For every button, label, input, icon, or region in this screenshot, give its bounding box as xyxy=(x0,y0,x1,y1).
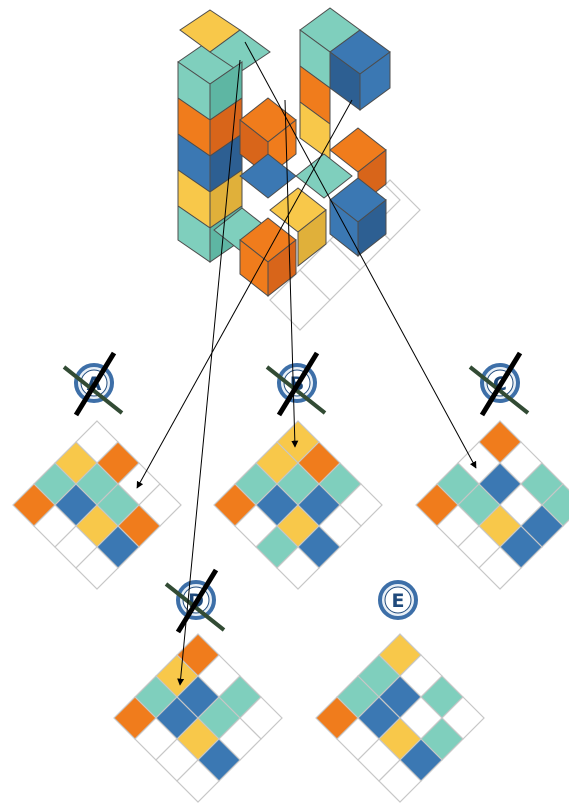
option-label: E xyxy=(392,590,405,612)
option-grid-c xyxy=(415,420,569,590)
badge-inner xyxy=(384,586,412,614)
grid-cell xyxy=(276,546,320,590)
option-labels: A B C D E xyxy=(62,351,530,634)
arrow-to-option-c xyxy=(244,41,477,469)
option-grid-e xyxy=(315,633,485,803)
grid-cell xyxy=(176,759,220,803)
arrow-to-option-d xyxy=(177,59,241,686)
option-badge-b: B xyxy=(265,351,327,417)
cross-out-mark xyxy=(479,351,523,417)
grid-cell xyxy=(75,546,119,590)
right-column xyxy=(299,7,391,161)
option-grid-b xyxy=(213,420,383,590)
grid-cell xyxy=(478,546,522,590)
option-badge-c: C xyxy=(468,351,530,417)
left-column xyxy=(177,9,271,263)
option-grid-d xyxy=(113,633,283,803)
arrow-to-option-a xyxy=(136,99,353,489)
option-badge-a: A xyxy=(62,351,124,417)
cube-structure xyxy=(177,7,421,331)
option-badge-e: E xyxy=(378,580,418,620)
cross-out-mark xyxy=(276,351,320,417)
grid-cell xyxy=(378,759,422,803)
arrow-to-option-b xyxy=(284,99,299,448)
option-badge-d: D xyxy=(164,568,226,634)
answer-options xyxy=(12,420,569,803)
cross-out-mark xyxy=(175,568,219,634)
option-grid-a xyxy=(12,420,182,590)
cross-out-mark xyxy=(73,351,117,417)
middle-block xyxy=(213,97,387,298)
arrows xyxy=(136,41,477,686)
